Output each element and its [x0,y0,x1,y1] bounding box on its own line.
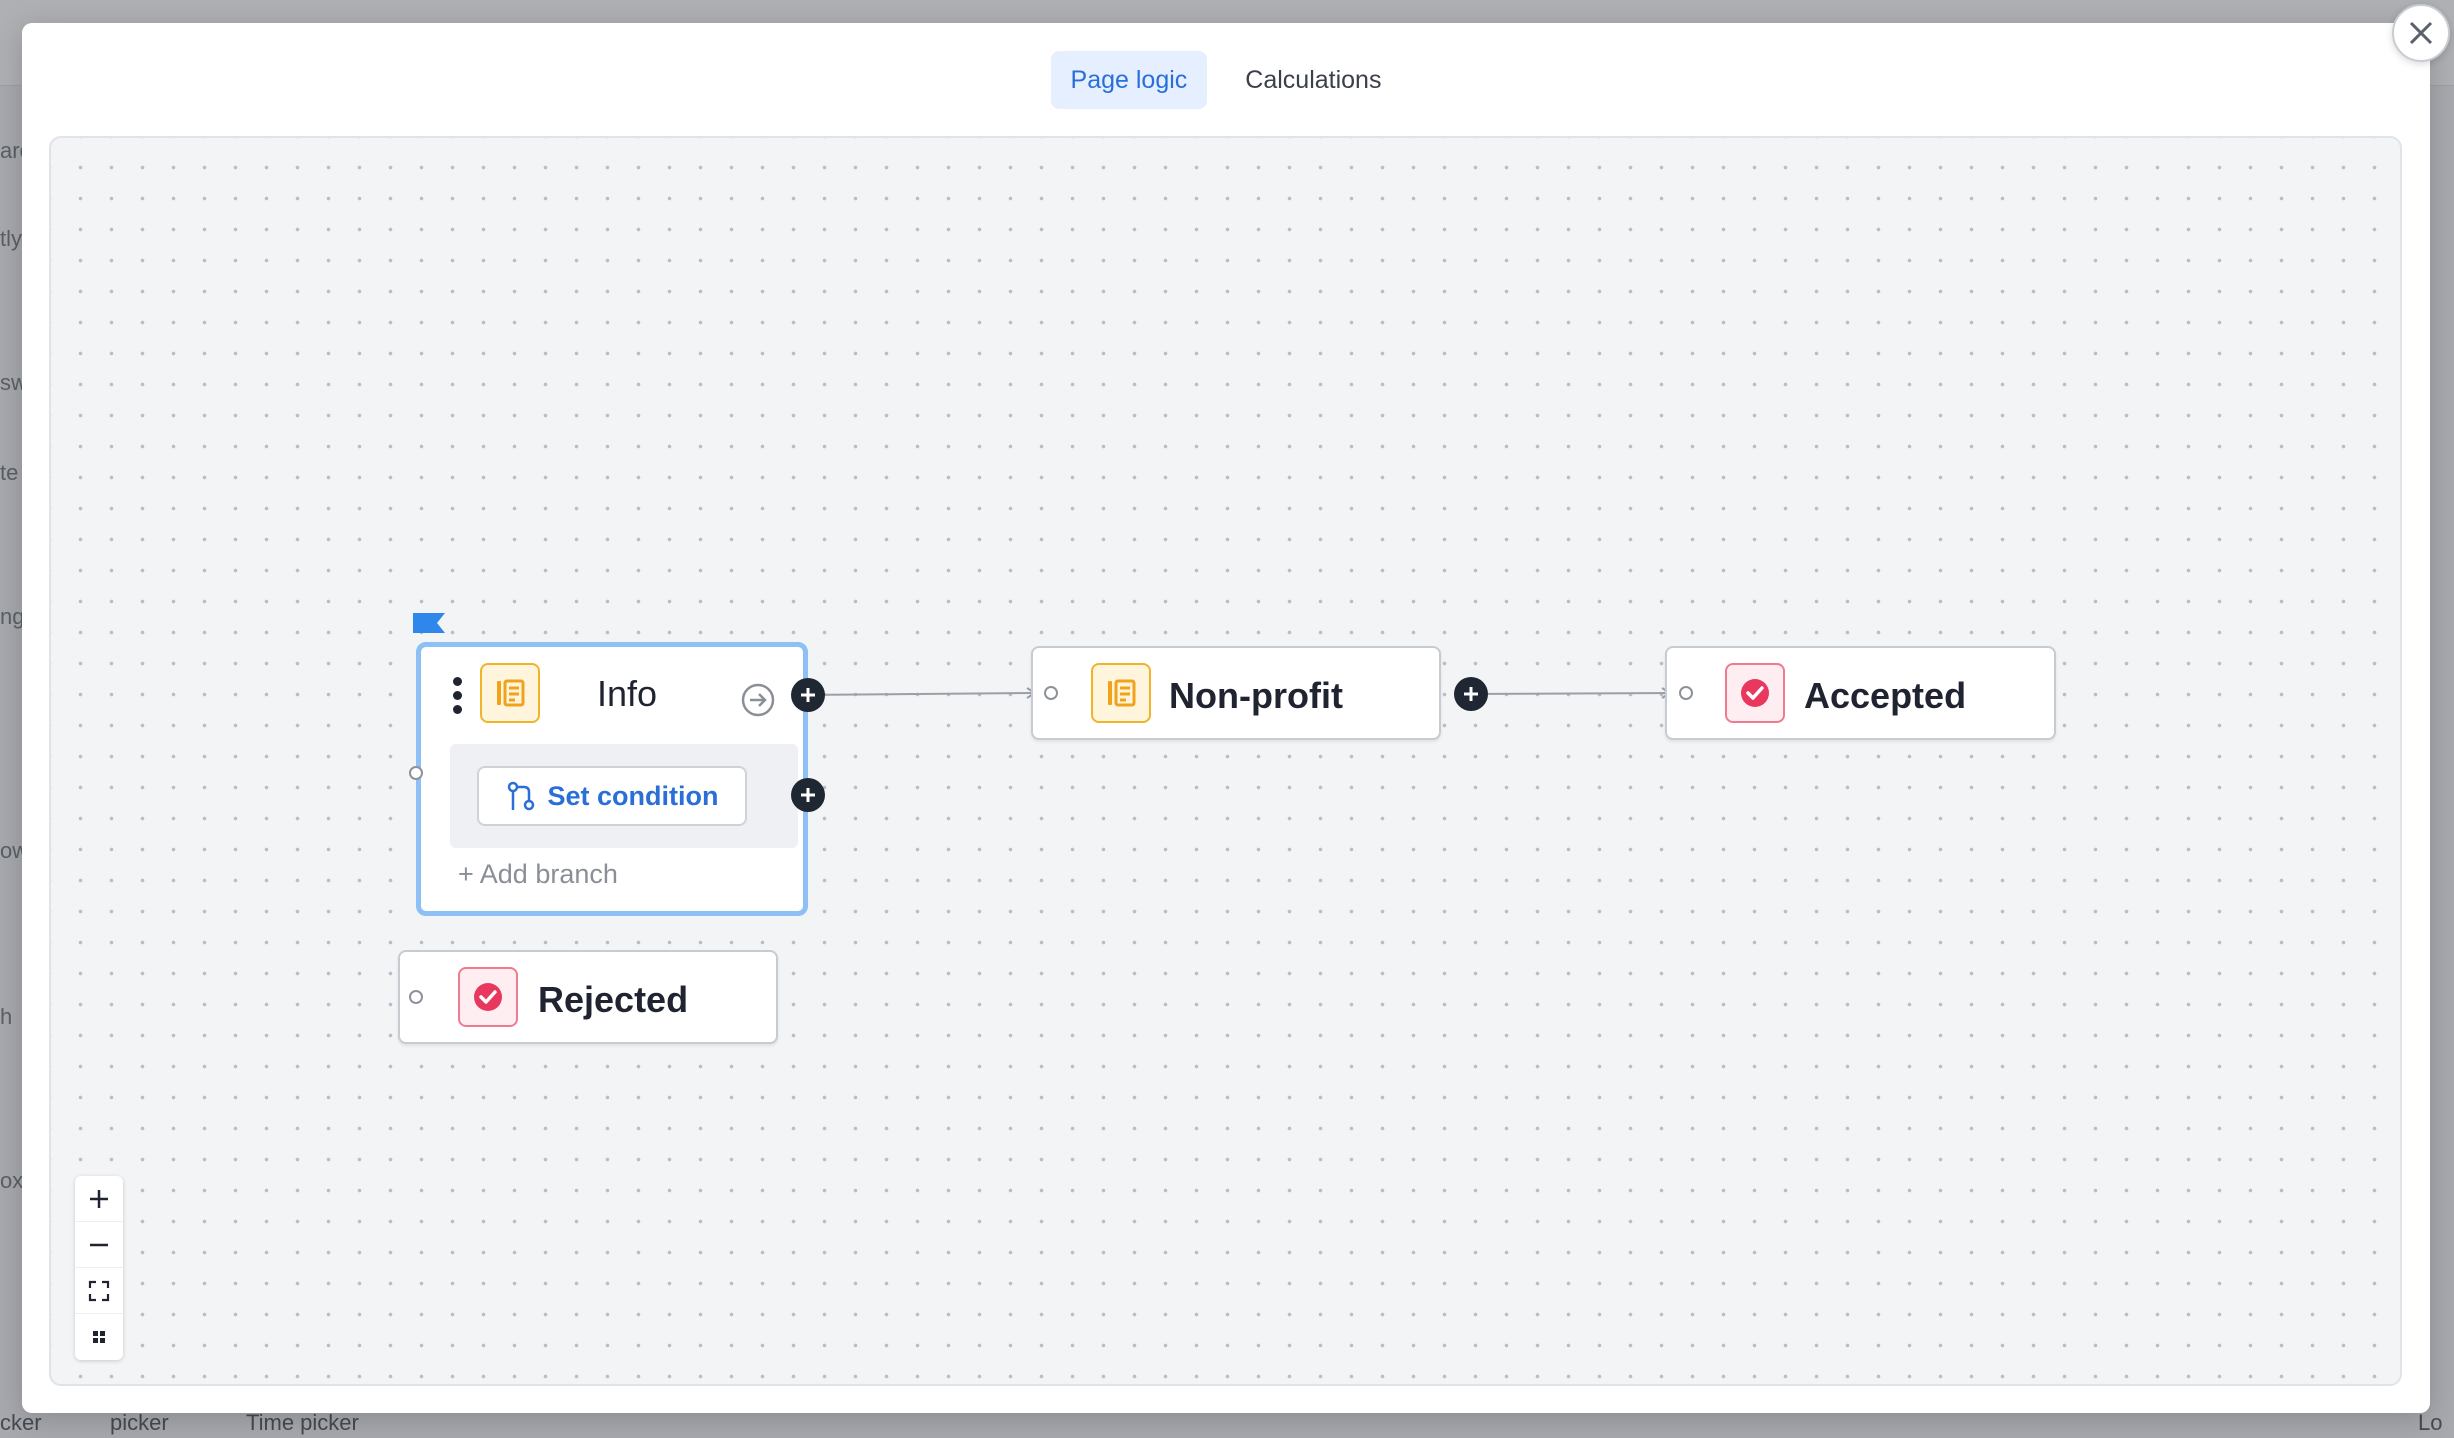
background-footer-item: picker [110,1410,169,1435]
input-handle-accepted[interactable] [1679,686,1693,700]
add-connection-plus-icon[interactable] [1454,677,1488,711]
background-footer-item: Time picker [246,1410,359,1435]
tab-calculations[interactable]: Calculations [1245,65,1382,94]
plus-icon [90,1189,108,1208]
toggle-interactivity-button[interactable] [75,1314,123,1360]
canvas-controls [75,1176,123,1360]
node-title: Accepted [1804,675,1967,716]
flow-node-non-profit[interactable]: Non-profit [1031,646,1441,740]
start-flag-icon [413,613,445,649]
add-connection-plus-icon[interactable] [791,678,825,712]
input-handle-rejected[interactable] [409,990,423,1004]
end-check-icon [458,967,518,1027]
background-sidebar-fragment: ng [0,604,25,629]
close-modal-button[interactable] [2392,4,2450,62]
page-icon [480,663,540,723]
flow-node-accepted[interactable]: Accepted [1665,646,2056,740]
node-title: Info [597,673,658,714]
set-condition-label: Set condition [547,780,719,811]
condition-branch: Set condition [450,744,798,848]
zoom-out-button[interactable] [75,1222,123,1268]
branch-icon [507,781,534,811]
background-footer-item: cker [0,1410,42,1435]
input-handle-non-profit[interactable] [1044,686,1058,700]
edge-nonprofit-to-accepted [1459,692,1671,695]
set-condition-button[interactable]: Set condition [477,766,747,826]
background-sidebar-fragment: tly [0,226,22,251]
fit-view-button[interactable] [75,1268,123,1314]
flow-node-info[interactable]: Info Set condition + Add branch [416,642,808,916]
add-condition-connection-plus-icon[interactable] [791,778,825,812]
minus-icon [90,1243,108,1246]
fullscreen-icon [88,1280,110,1301]
flow-canvas[interactable]: Info Set condition + Add branch [49,136,2402,1386]
close-icon [2409,21,2433,45]
node-title: Non-profit [1169,675,1343,716]
grid-dots-icon [93,1331,105,1343]
node-title: Rejected [538,979,689,1020]
background-sidebar-fragment: h [0,1004,13,1029]
zoom-in-button[interactable] [75,1176,123,1222]
flow-node-rejected[interactable]: Rejected [398,950,778,1044]
tab-bar: Page logic Calculations [22,51,2430,109]
add-branch-button[interactable]: + Add branch [458,859,618,889]
tab-page-logic[interactable]: Page logic [1050,51,1208,109]
page-icon [1091,663,1151,723]
connection-lines [797,687,1672,699]
background-sidebar-fragment: te [0,460,19,485]
node-menu-icon[interactable] [451,677,463,719]
end-check-icon [1725,663,1785,723]
background-footer-item: Lo [2418,1410,2443,1435]
edge-info-to-nonprofit [797,692,1036,696]
input-handle-info[interactable] [409,766,423,780]
page-logic-modal: Page logic Calculations [22,23,2430,1413]
navigate-to-page-icon[interactable] [739,681,777,719]
